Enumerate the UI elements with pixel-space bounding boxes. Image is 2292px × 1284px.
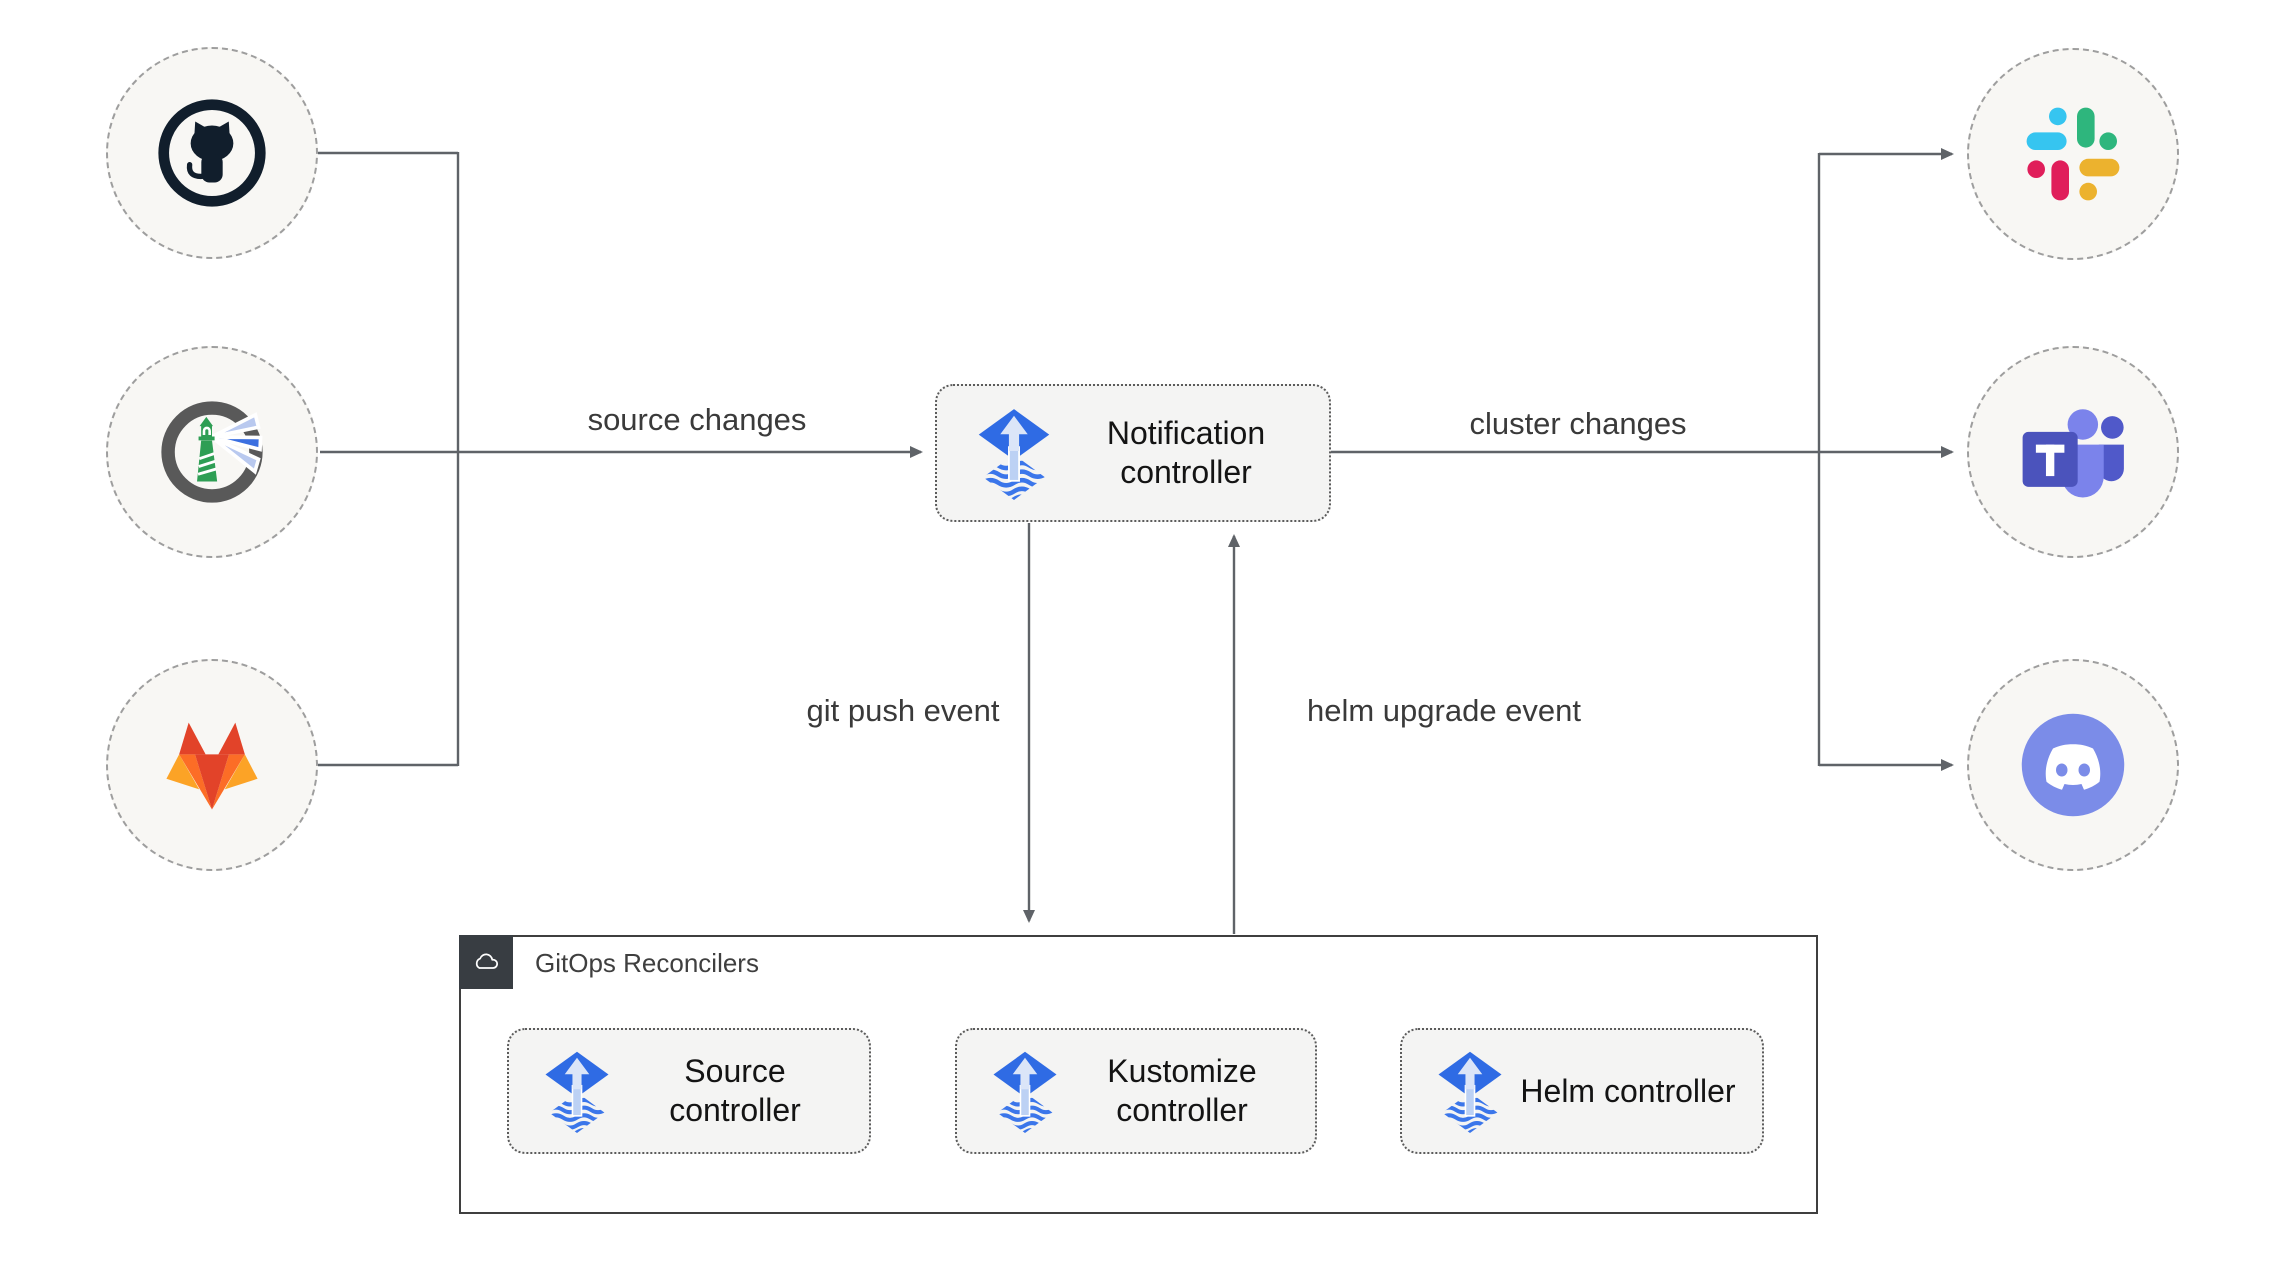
group-title: GitOps Reconcilers [535, 948, 759, 978]
cloud-icon [475, 953, 498, 969]
node-source-controller: Source controller [507, 1028, 871, 1154]
edge-label-cluster-changes: cluster changes [1463, 406, 1693, 442]
node-harbor [106, 346, 318, 558]
source-controller-label: Source controller [669, 1053, 801, 1128]
node-kustomize-controller: Kustomize controller [955, 1028, 1317, 1154]
flux-icon [1428, 1049, 1512, 1133]
helm-controller-label: Helm controller [1520, 1072, 1736, 1109]
harbor-icon [161, 401, 263, 503]
node-helm-controller: Helm controller [1400, 1028, 1764, 1154]
discord-icon [2021, 713, 2125, 817]
edge-label-helm-upgrade-event: helm upgrade event [1300, 693, 1588, 729]
edge-label-git-push-event: git push event [800, 693, 1006, 729]
node-github [106, 47, 318, 259]
flux-icon [967, 406, 1061, 500]
kustomize-controller-label: Kustomize controller [1107, 1053, 1257, 1128]
node-slack [1967, 48, 2179, 260]
node-gitlab [106, 659, 318, 871]
notification-controller-label: Notification controller [1106, 415, 1266, 490]
group-gitops-reconcilers: GitOps Reconcilers Source controller Kus… [459, 935, 1818, 1214]
node-notification-controller: Notification controller [935, 384, 1331, 522]
flux-icon [535, 1049, 619, 1133]
node-teams [1967, 346, 2179, 558]
flux-icon [983, 1049, 1067, 1133]
github-icon [158, 99, 266, 207]
gitlab-icon [166, 722, 258, 810]
slack-icon [2026, 107, 2120, 201]
teams-icon [2022, 409, 2124, 498]
node-discord [1967, 659, 2179, 871]
edge-label-source-changes: source changes [581, 402, 813, 438]
group-tab [459, 935, 513, 989]
